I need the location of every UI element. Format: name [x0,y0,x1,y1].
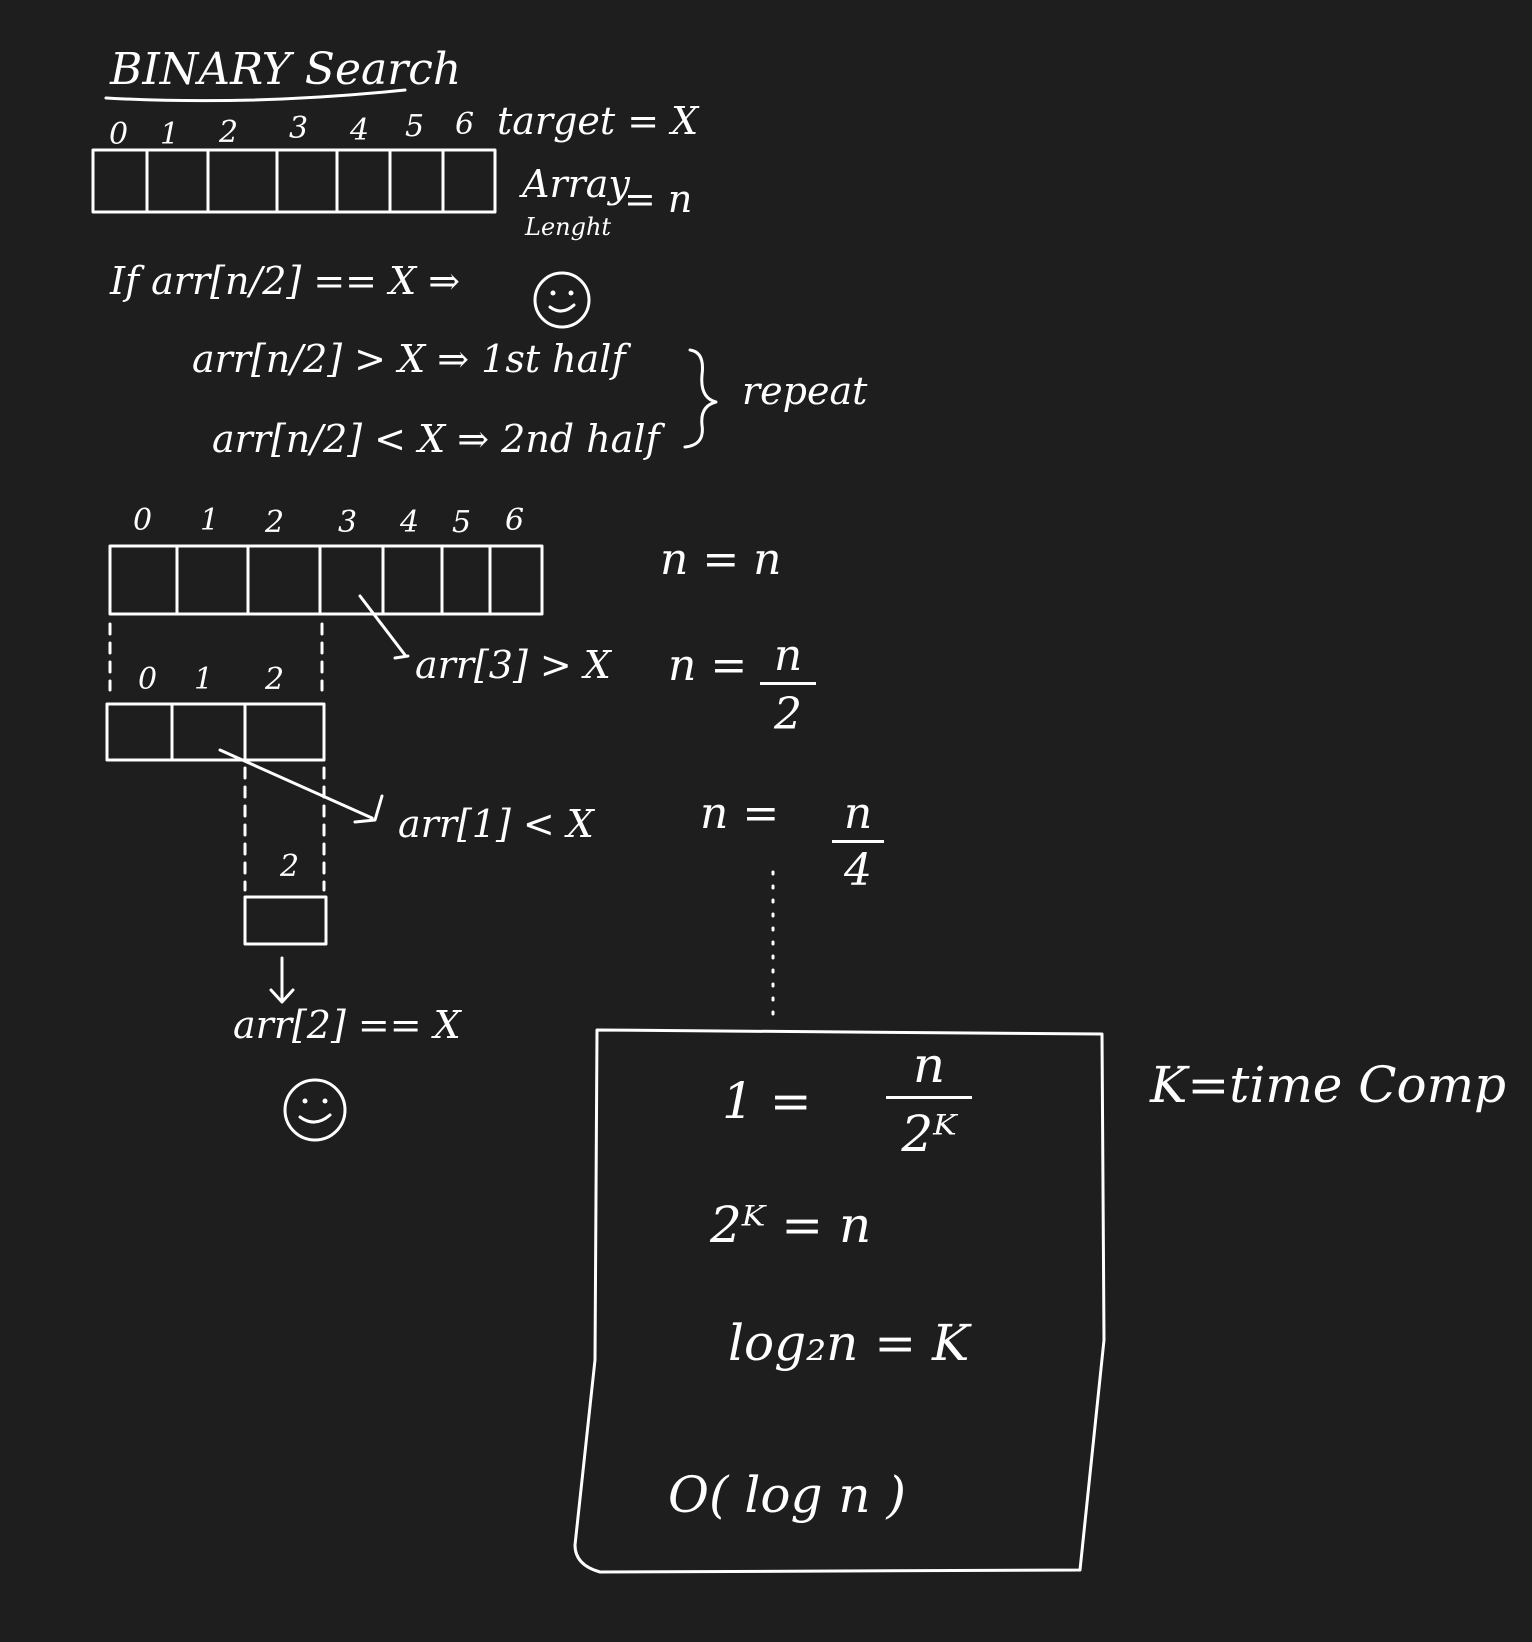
curly-brace [683,348,718,449]
array-1-index: 2 [219,115,239,150]
down-arrow [269,956,295,1004]
array-1 [91,148,497,214]
array-4-single-cell [243,895,328,946]
target-note: target = X [497,99,699,143]
smiley-face-2 [283,1078,347,1142]
array-1-index: 3 [289,111,309,146]
array-length-equals: = n [624,177,693,221]
array-2-index: 1 [200,503,220,538]
derivation-line-2: 2ᴷ = n [710,1196,872,1254]
pointer-arrow-2 [218,748,384,824]
array-2-index: 4 [400,505,420,540]
rule-equal: If arr[n/2] == X ⇒ [110,259,461,303]
array-1-outline [91,148,497,214]
array-length-word: Array [522,162,630,206]
pointer-arrow-1 [358,594,410,660]
size-label-n-half-left: n = [668,640,748,691]
size-label-n: n = n [660,534,782,585]
repeat-note: repeat [742,369,868,413]
size-fraction-half: n 2 [760,634,816,737]
derivation-box [573,1028,1106,1574]
array-1-index: 5 [405,109,425,144]
array-2-index: 0 [133,503,153,538]
size-label-n-quarter-left: n = [700,788,780,839]
rule-less: arr[n/2] < X ⇒ 2nd half [212,417,660,461]
fraction-denominator: 2 [774,689,802,740]
fraction-numerator: n [760,634,816,685]
array-1-index: 0 [109,117,129,152]
fraction-denominator: 2ᴷ [901,1105,957,1163]
array-1-index: 4 [350,113,370,148]
array-2 [108,544,544,616]
derivation-line-1-left: 1 = [722,1072,812,1130]
condition-arr1-less: arr[1] < X [398,802,594,846]
array-4-index: 2 [280,849,300,884]
condition-arr3-greater: arr[3] > X [415,643,611,687]
page-title: BINARY Search [110,44,462,95]
derivation-line-3: log₂n = K [728,1314,970,1372]
derivation-fraction: n 2ᴷ [886,1040,972,1159]
array-1-index: 1 [160,117,180,152]
fraction-numerator: n [886,1040,972,1099]
smiley-face-1 [533,271,591,329]
time-complexity-note: K=time Comp [1150,1056,1507,1114]
fraction-numerator: n [832,792,884,843]
array-2-index: 6 [505,503,525,538]
array-3-outline [105,702,326,762]
array-3-index: 2 [265,662,285,697]
array-2-index: 3 [338,505,358,540]
array-2-index: 5 [452,505,472,540]
size-fraction-quarter: n 4 [832,792,884,893]
length-word: Lenght [525,213,612,241]
array-2-index: 2 [265,505,285,540]
fraction-denominator: 4 [844,845,872,896]
derivation-line-4-big-o: O( log n ) [668,1466,906,1524]
array-3 [105,702,326,762]
title-underline [104,88,407,103]
rule-greater: arr[n/2] > X ⇒ 1st half [192,337,626,381]
found-condition: arr[2] == X [233,1003,461,1047]
array-3-index: 0 [138,662,158,697]
array-2-outline [108,544,544,616]
array-3-index: 1 [194,662,214,697]
array-1-index: 6 [455,107,475,142]
